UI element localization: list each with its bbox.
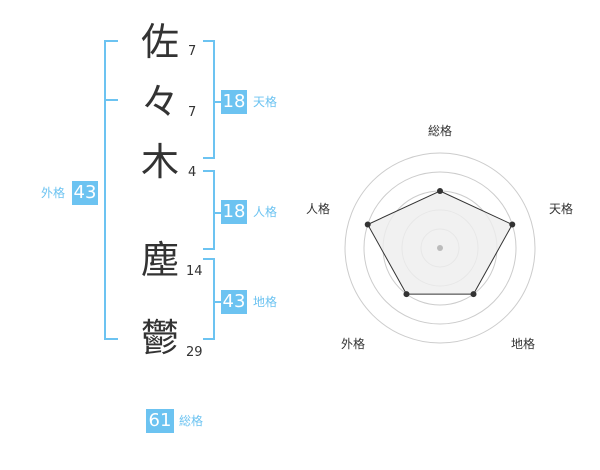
radar-grid-ring-4 <box>363 171 517 325</box>
radar-axis-label-chikaku: 地格 <box>511 337 536 351</box>
stroke-count-1: 7 <box>188 44 197 59</box>
gaikaku-score: 43 <box>72 181 98 205</box>
stroke-count-3: 4 <box>188 165 197 180</box>
radar-point-jinkaku <box>364 221 371 228</box>
radar-grid-ring-5 <box>344 152 536 344</box>
radar-point-tenkaku <box>509 221 516 228</box>
radar-point-gaikaku <box>403 291 410 298</box>
chikaku-score: 43 <box>221 290 247 314</box>
radar-axis-label-tenkaku: 天格 <box>549 202 574 216</box>
soukaku-score: 61 <box>146 409 174 433</box>
name-char-4: 塵 <box>140 238 179 282</box>
radar-point-soukaku <box>437 188 443 194</box>
stroke-count-2: 7 <box>188 105 197 120</box>
name-char-5: 鬱 <box>140 316 179 360</box>
chikaku-bracket <box>203 258 215 340</box>
radar-center-dot <box>437 245 443 251</box>
soukaku-label: 総格 <box>179 414 204 428</box>
jinkaku-label: 人格 <box>253 205 278 219</box>
gaikaku-label: 外格 <box>41 186 66 200</box>
stroke-count-4: 14 <box>186 264 203 279</box>
chikaku-label: 地格 <box>253 295 278 309</box>
jinkaku-bracket <box>203 170 215 250</box>
tenkaku-bracket <box>203 40 215 159</box>
radar-axis-label-jinkaku: 人格 <box>306 202 331 216</box>
tenkaku-score: 18 <box>221 90 247 114</box>
name-char-1: 佐 <box>140 20 179 64</box>
name-char-2: 々 <box>140 80 179 124</box>
radar-axis-label-gaikaku: 外格 <box>341 337 366 351</box>
jinkaku-score: 18 <box>221 200 247 224</box>
tenkaku-label: 天格 <box>253 95 278 109</box>
radar-point-chikaku <box>470 291 477 298</box>
name-char-3: 木 <box>140 140 179 184</box>
radar-axis-label-soukaku: 総格 <box>428 124 453 138</box>
radar-polygon <box>367 190 513 295</box>
stroke-count-5: 29 <box>186 345 203 360</box>
gaikaku-bracket <box>104 40 118 340</box>
